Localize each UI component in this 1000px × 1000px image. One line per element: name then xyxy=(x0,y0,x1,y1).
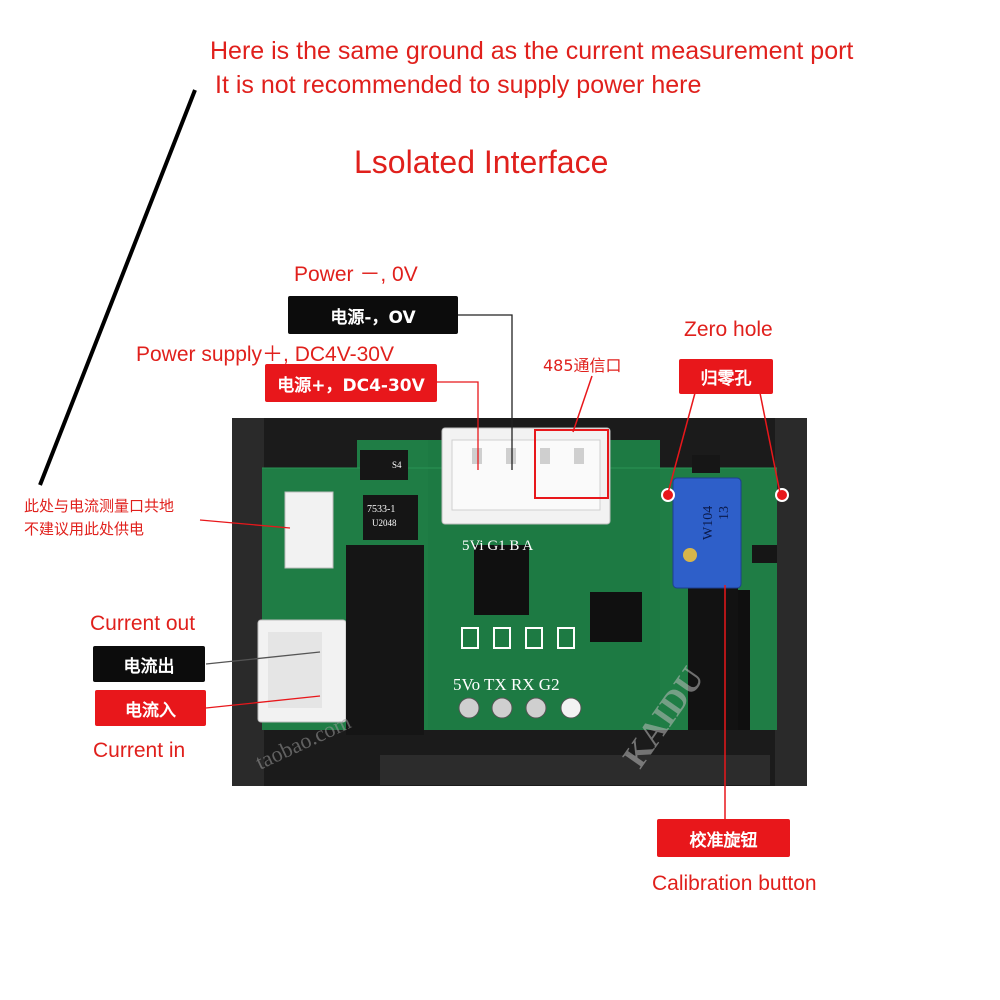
current-in-badge: 电流入 xyxy=(95,690,206,726)
page-title: Lsolated Interface xyxy=(354,144,609,180)
power-plus-label: Power supply＋, DC4V-30V xyxy=(136,343,394,366)
side-note-line-1: 此处与电流测量口共地 xyxy=(24,497,175,515)
chip-label-top: 7533-1 xyxy=(367,504,395,515)
side-note-line-2: 不建议用此处供电 xyxy=(24,520,145,538)
pot-label: W104 xyxy=(701,506,716,540)
rs485-label: 485通信口 xyxy=(543,356,622,375)
current-out-label: Current out xyxy=(90,612,196,635)
power-minus-badge: 电源-，OV xyxy=(288,296,458,334)
calibration-badge: 校准旋钮 xyxy=(657,819,790,857)
current-out-badge: 电流出 xyxy=(93,646,205,682)
zero-hole-badge: 归零孔 xyxy=(679,359,773,394)
top-pin-labels: 5Vi G1 B A xyxy=(462,538,533,554)
power-minus-label: Power －, 0V xyxy=(294,263,418,286)
diode-label: S4 xyxy=(392,460,402,470)
bottom-pin-labels: 5Vo TX RX G2 xyxy=(453,675,560,694)
pot-code: 13 xyxy=(717,506,732,520)
chip-main xyxy=(474,545,529,615)
pointer-line xyxy=(38,89,197,486)
current-in-label: Current in xyxy=(93,739,186,762)
power-plus-badge: 电源+，DC4-30V xyxy=(265,364,437,402)
header-line-1: Here is the same ground as the current m… xyxy=(210,37,854,65)
rs485-box xyxy=(534,429,609,499)
header-line-2: It is not recommended to supply power he… xyxy=(215,71,702,99)
calibration-label: Calibration button xyxy=(652,872,817,895)
zero-hole-label: Zero hole xyxy=(684,318,773,341)
chip-label-bottom: U2048 xyxy=(372,518,397,528)
side-connector xyxy=(284,491,334,569)
